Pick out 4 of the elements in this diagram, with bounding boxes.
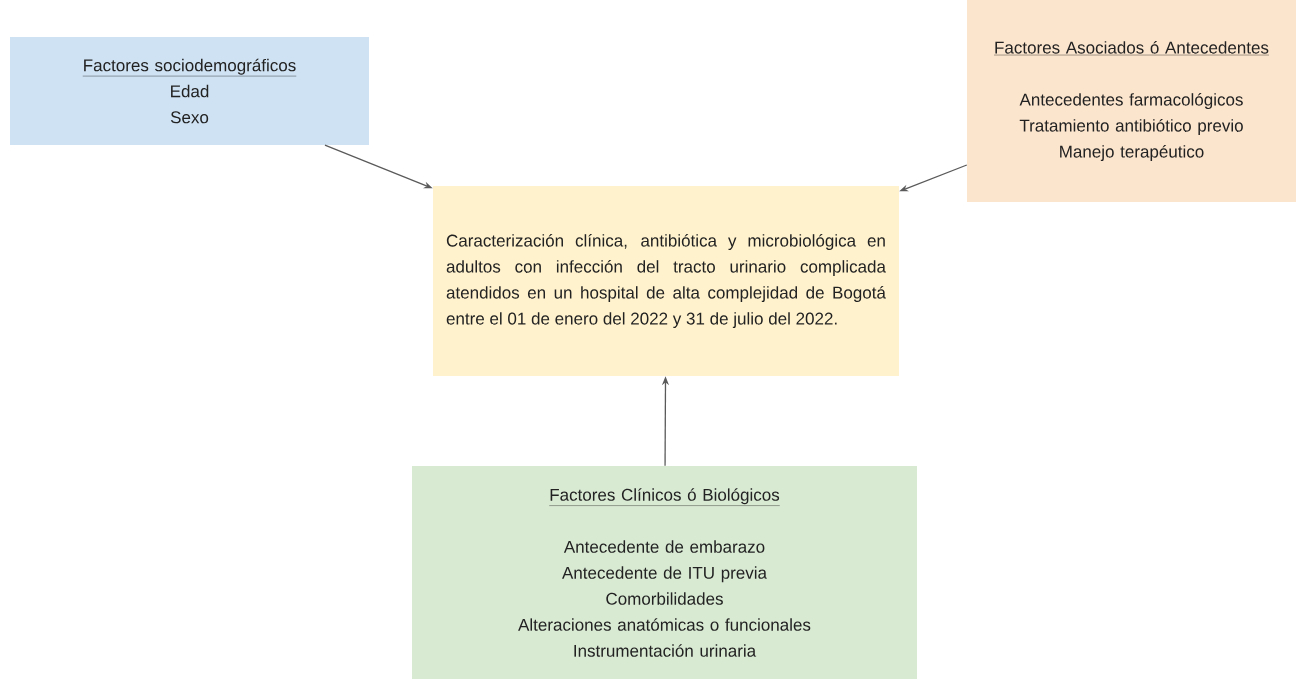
factor-box: Factores Asociados ó Antecedentes Antecedentes farmacológicos Tratamiento antibiótico previo Manejo terapéutico [967, 0, 1296, 202]
factor-box: Factores Clínicos ó Biológicos Antecedente de embarazo Antecedente de ITU previa Comorbilidades Alteraciones anatómicas o funcionales Instrumentación urinaria [412, 466, 917, 679]
topic-box: Caracterización clínica, antibiótica y microbiológica en adultos con infección del tracto urinario complicada atendidos en un hospital de alta complejidad de Bogotá entre el 01 de enero del 2022 y 31 de julio del 2022. [433, 186, 899, 376]
factor-box: Factores sociodemográficos Edad Sexo [10, 37, 369, 145]
